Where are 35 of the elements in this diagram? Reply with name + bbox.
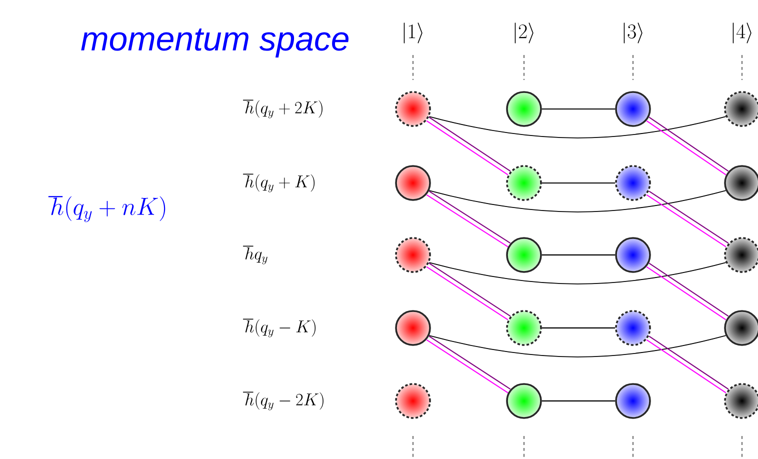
state-circle xyxy=(615,310,651,346)
row-label: $\hbar(q_y - 2K)$ xyxy=(243,392,324,410)
state-circle xyxy=(506,237,542,273)
connector-line xyxy=(542,182,616,184)
state-circle xyxy=(506,165,542,201)
state-circle xyxy=(395,310,431,346)
arc-connector xyxy=(428,190,726,212)
row-label: $\hbar(q_y - K)$ xyxy=(243,318,316,338)
state-circle xyxy=(395,91,431,127)
state-circle xyxy=(615,237,651,273)
state-circle xyxy=(395,165,431,201)
state-ket: $|3\rangle$ xyxy=(624,22,642,44)
state-circle xyxy=(615,165,651,201)
state-ket: $|2\rangle$ xyxy=(514,22,534,44)
state-ket: $|4\rangle$ xyxy=(732,22,752,44)
state-circle xyxy=(506,91,542,127)
row-label: $\hbar q_y$ xyxy=(243,246,268,264)
arc-connector xyxy=(428,262,726,284)
state-circle xyxy=(395,237,431,273)
connector-line xyxy=(542,400,616,402)
arc-connector xyxy=(428,335,726,358)
state-circle xyxy=(506,383,542,419)
state-ket: $|1\rangle$ xyxy=(404,22,422,44)
state-circle xyxy=(615,91,651,127)
state-circle xyxy=(615,383,651,419)
momentum-formula: $\hbar(q_y + nK)$ xyxy=(48,196,166,222)
row-label: $\hbar(q_y + K)$ xyxy=(243,174,315,192)
connector-line xyxy=(542,327,616,329)
row-label: $\hbar(q_y + 2K)$ xyxy=(243,100,322,118)
state-circle xyxy=(395,383,431,419)
title: momentum space xyxy=(81,28,348,58)
state-circle xyxy=(506,310,542,346)
arc-connector xyxy=(428,116,726,138)
connector-line xyxy=(542,254,616,256)
connector-line xyxy=(542,108,616,110)
